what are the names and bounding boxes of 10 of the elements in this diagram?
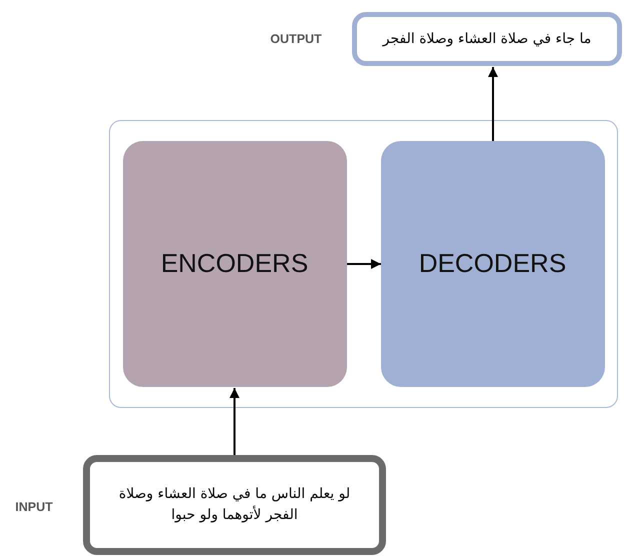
arrow [347,259,381,269]
output-box: ما جاء في صلاة العشاء وصلاة الفجر [352,12,622,66]
encoder-box: ENCODERS [122,140,346,386]
side-label: INPUT [15,500,53,514]
input-box: لو يعلم الناس ما في صلاة العشاء وصلاة الفجر لأتوهما ولو حبوا [83,455,386,555]
container-box [109,120,618,408]
decoder-box: DECODERS [380,140,604,386]
side-label: OUTPUT [270,32,322,46]
arrow [230,388,240,455]
arrow [488,67,498,141]
